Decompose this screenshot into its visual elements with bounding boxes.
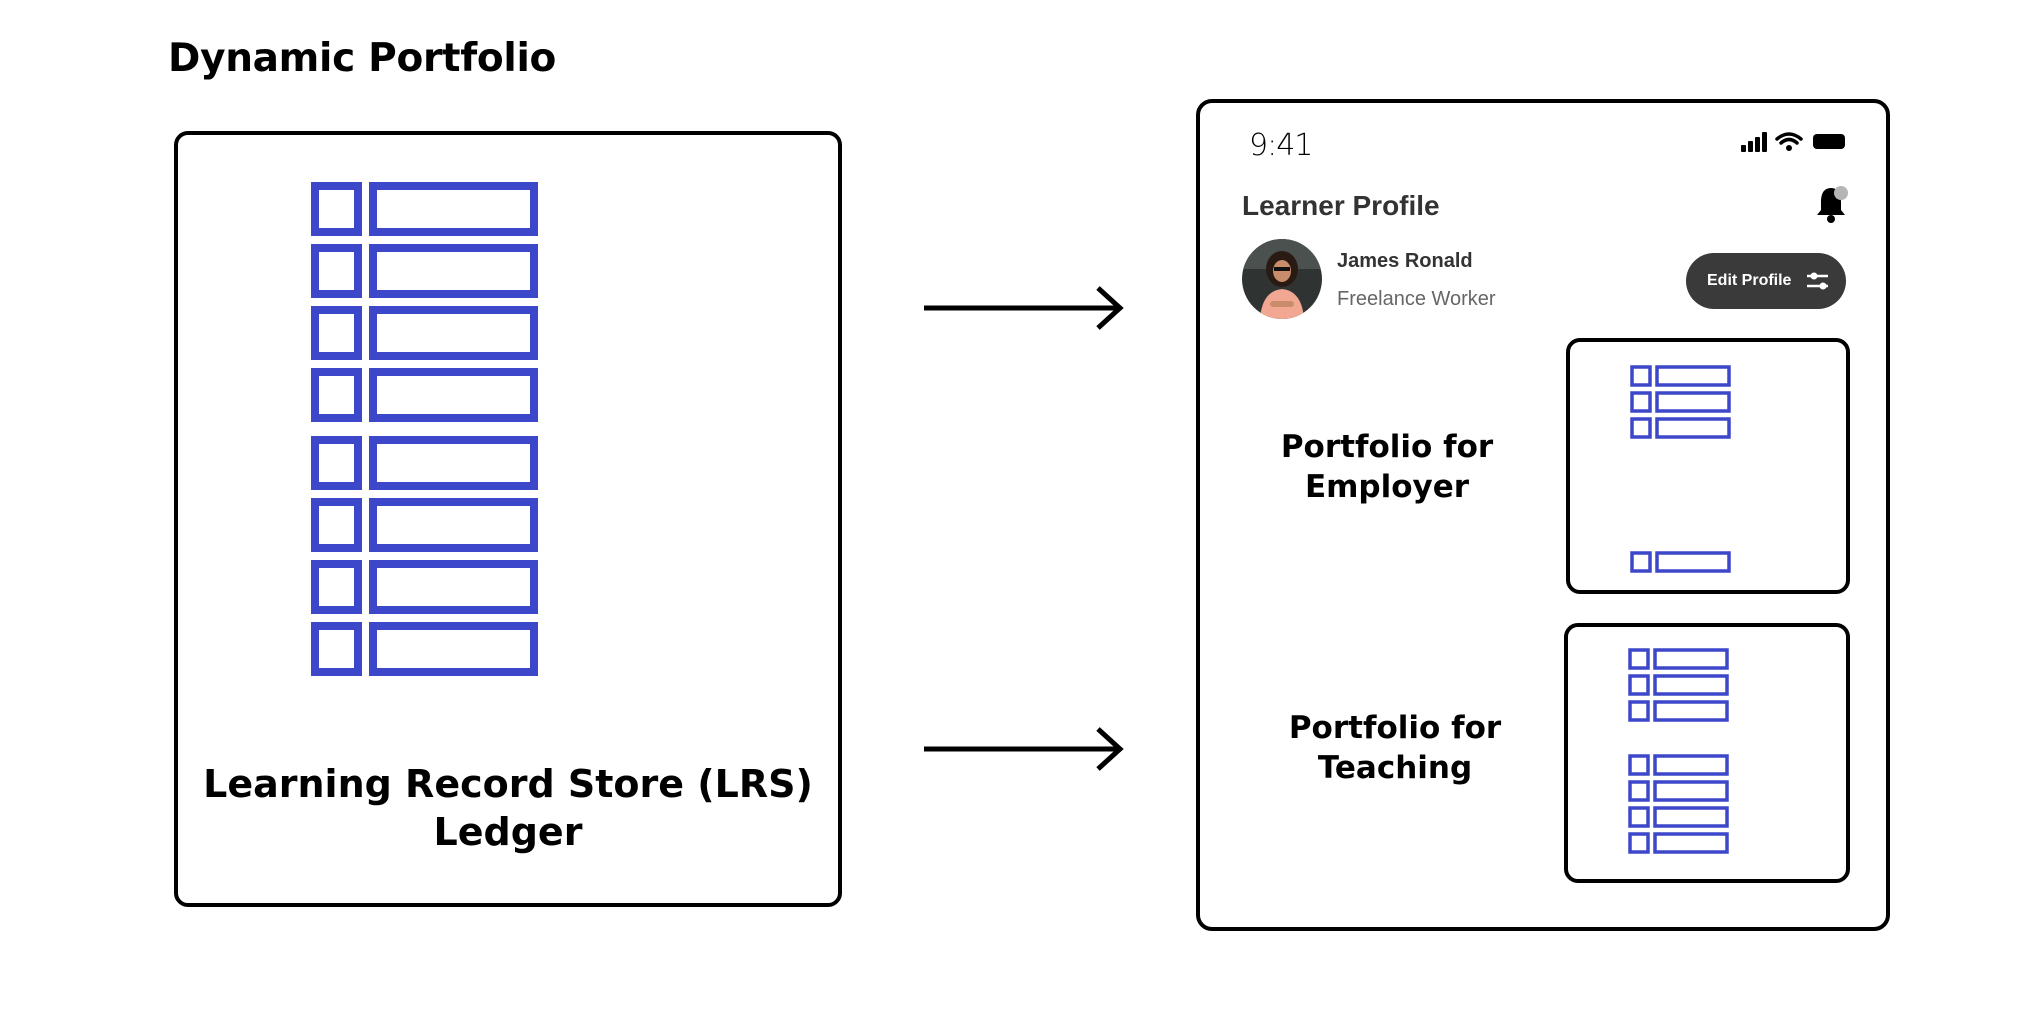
arrow-right-icon: [924, 727, 1124, 771]
teaching-records-icon: [1628, 648, 1729, 854]
employer-records-icon: [1630, 365, 1731, 573]
learner-profile-title: Learner Profile: [1242, 190, 1440, 221]
user-role: Freelance Worker: [1337, 288, 1496, 310]
bell-icon[interactable]: [1815, 184, 1851, 224]
tune-icon: [1807, 272, 1828, 290]
user-name: James Ronald: [1337, 250, 1473, 272]
portfolio-employer-card[interactable]: [1566, 338, 1850, 594]
lrs-ledger-label: Learning Record Store (LRS) Ledger: [203, 762, 813, 854]
lrs-ledger-box: [174, 131, 842, 907]
portfolio-teaching-card[interactable]: [1564, 623, 1850, 883]
phone-frame: [1196, 99, 1890, 931]
edit-profile-label: Edit Profile: [1707, 272, 1792, 289]
signal-icon: [1741, 132, 1767, 152]
battery-icon: [1813, 134, 1845, 149]
portfolio-employer-label: Portfolio for Employer: [1280, 429, 1494, 505]
wifi-icon: [1775, 132, 1803, 145]
diagram-title: Dynamic Portfolio: [168, 36, 557, 81]
status-time: 9:41: [1249, 128, 1313, 163]
lrs-records-icon: [311, 182, 538, 676]
arrow-right-icon: [924, 286, 1124, 330]
portfolio-teaching-label: Portfolio for Teaching: [1288, 710, 1502, 786]
avatar[interactable]: [1242, 239, 1322, 319]
wifi-dot: [1786, 145, 1792, 151]
status-bar-icons: [1741, 132, 1845, 152]
edit-profile-button[interactable]: Edit Profile: [1686, 253, 1846, 309]
